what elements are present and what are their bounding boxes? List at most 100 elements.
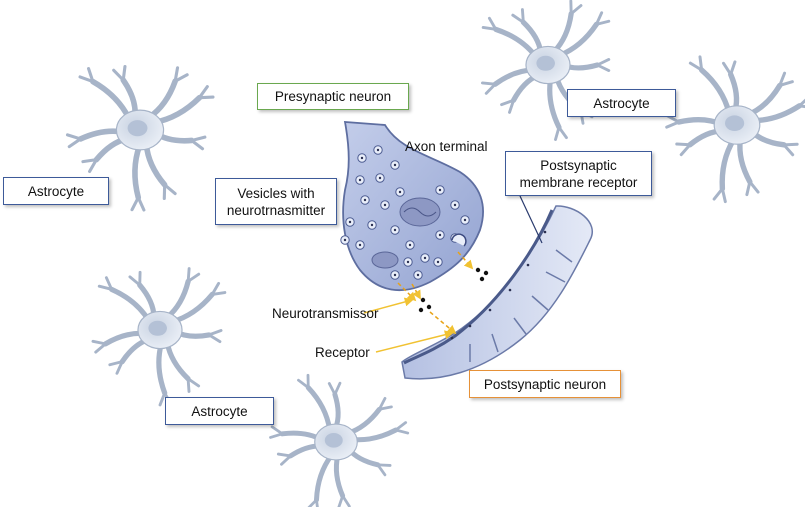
- astrocyte-process-fork: [112, 68, 125, 82]
- astrocyte-process: [132, 142, 143, 201]
- astrocyte-process: [305, 385, 333, 433]
- axon-terminal-illustration: [340, 121, 484, 292]
- astrocyte-process-fork: [594, 11, 604, 26]
- vesicle-content: [438, 233, 442, 237]
- astrocyte-process-fork: [269, 432, 284, 439]
- astrocyte-process-fork: [679, 143, 692, 157]
- astrocyte-process-fork: [594, 19, 611, 26]
- astrocyte-process-fork: [500, 98, 516, 107]
- vesicle-content: [348, 220, 352, 224]
- astrocyte-process: [728, 71, 740, 113]
- astrocyte-process-fork: [698, 55, 704, 72]
- astrocyte-process-fork: [376, 463, 392, 467]
- vesicle-content: [423, 256, 427, 260]
- astrocyte-process-fork: [665, 120, 681, 129]
- astrocyte-process-fork: [307, 498, 318, 507]
- astrocyte-nucleus: [536, 55, 555, 71]
- astrocyte-process: [164, 339, 191, 382]
- vesicles-group: [340, 145, 470, 280]
- postsynaptic-receptor-line1: Postsynaptic: [540, 157, 617, 173]
- astrocyte-process-fork: [394, 428, 410, 435]
- astrocyte-process-fork: [210, 281, 221, 296]
- vesicle-content: [358, 178, 362, 182]
- astrocyte-process-fork: [377, 396, 387, 411]
- astrocyte-process-fork: [163, 183, 177, 196]
- vesicle-content: [408, 243, 412, 247]
- docked-vesicle: [451, 233, 467, 247]
- astrocyte-process-fork: [487, 16, 498, 31]
- astrocyte-process-fork: [798, 98, 805, 108]
- astrocyte-process-fork: [186, 267, 191, 283]
- astrocyte-process-fork: [78, 75, 95, 84]
- astrocyte-process-fork: [480, 81, 497, 86]
- vesicle-content: [393, 273, 397, 277]
- astrocyte-process: [333, 453, 346, 499]
- astrocyte-process-fork: [745, 180, 752, 197]
- astrocyte-process-fork: [173, 73, 189, 83]
- astrocyte-process-fork: [197, 95, 215, 100]
- vesicle-content: [378, 176, 382, 180]
- astrocyte-process-fork: [88, 158, 98, 173]
- astrocyte-process: [698, 67, 732, 116]
- astrocyte-process-fork: [115, 360, 124, 375]
- astrocyte-process-fork: [276, 452, 292, 458]
- astrocyte-process-fork: [722, 61, 733, 76]
- vesicle-content: [436, 260, 440, 264]
- astrocyte-process-fork: [315, 498, 319, 507]
- astrocyte-process-fork: [270, 425, 284, 436]
- astrocyte-process-fork: [136, 196, 146, 212]
- vesicle-content: [358, 243, 362, 247]
- postsynaptic-membrane-receptor-label: Postsynaptic membrane receptor: [505, 151, 652, 196]
- astrocyte-process-fork: [712, 187, 724, 201]
- vesicle-content: [363, 198, 367, 202]
- astrocyte-process-fork: [341, 494, 351, 507]
- astrocyte-process-fork: [337, 494, 345, 507]
- astrocyte-process-fork: [128, 275, 142, 287]
- astrocyte-process: [90, 78, 132, 122]
- vesicle-content: [383, 203, 387, 207]
- astrocyte-process-fork: [91, 339, 107, 346]
- vesicle-content: [406, 260, 410, 264]
- neurotransmissor-label: Neurotransmissor: [272, 306, 379, 321]
- vesicle-content: [376, 148, 380, 152]
- vesicle-content: [360, 156, 364, 160]
- astrocyte-process-fork: [554, 125, 561, 141]
- astrocyte-process-fork: [207, 333, 222, 344]
- astrocyte-nucleus: [324, 433, 343, 448]
- astrocyte-process: [313, 452, 335, 503]
- astrocyte-top-right-illustration-b: [665, 55, 805, 204]
- astrocyte-process: [719, 136, 737, 192]
- astrocyte-process-fork: [778, 71, 787, 87]
- astrocyte-nucleus: [725, 115, 745, 131]
- astrocyte-process-fork: [778, 80, 794, 87]
- astrocyte-process-fork: [87, 67, 95, 84]
- astrocyte-top-right-label: Astrocyte: [567, 89, 676, 117]
- astrocyte-process-fork: [190, 138, 205, 151]
- astrocyte-process-fork: [186, 377, 191, 393]
- astrocyte-process-fork: [104, 276, 114, 291]
- astrocyte-process-fork: [94, 342, 107, 354]
- astrocyte-process: [156, 341, 168, 396]
- astrocyte-process-fork: [297, 378, 310, 390]
- astrocyte-process-fork: [186, 377, 201, 388]
- postsynaptic-neuron-illustration: [401, 205, 593, 380]
- vesicle-content: [416, 273, 420, 277]
- vesicle-content: [463, 218, 467, 222]
- astrocyte-process-fork: [158, 391, 167, 407]
- astrocyte-process-fork: [333, 381, 342, 396]
- astrocyte-process-fork: [782, 142, 799, 147]
- vesicle-content: [438, 188, 442, 192]
- astrocyte-top-right-illustration-a: [480, 0, 611, 141]
- presynaptic-neuron-label: Presynaptic neuron: [257, 83, 409, 110]
- astrocyte-process-fork: [280, 454, 292, 466]
- astrocyte-process-fork: [508, 98, 516, 114]
- astrocyte-process-fork: [376, 463, 387, 477]
- astrocyte-nucleus: [148, 320, 167, 336]
- astrocyte-bottom-label: Astrocyte: [165, 397, 274, 425]
- astrocyte-process-fork: [81, 158, 98, 164]
- astrocyte-process-fork: [520, 8, 525, 24]
- astrocyte-nucleus: [127, 120, 148, 137]
- neurotransmitter-dots: [418, 267, 489, 313]
- astrocyte-process-fork: [595, 57, 611, 67]
